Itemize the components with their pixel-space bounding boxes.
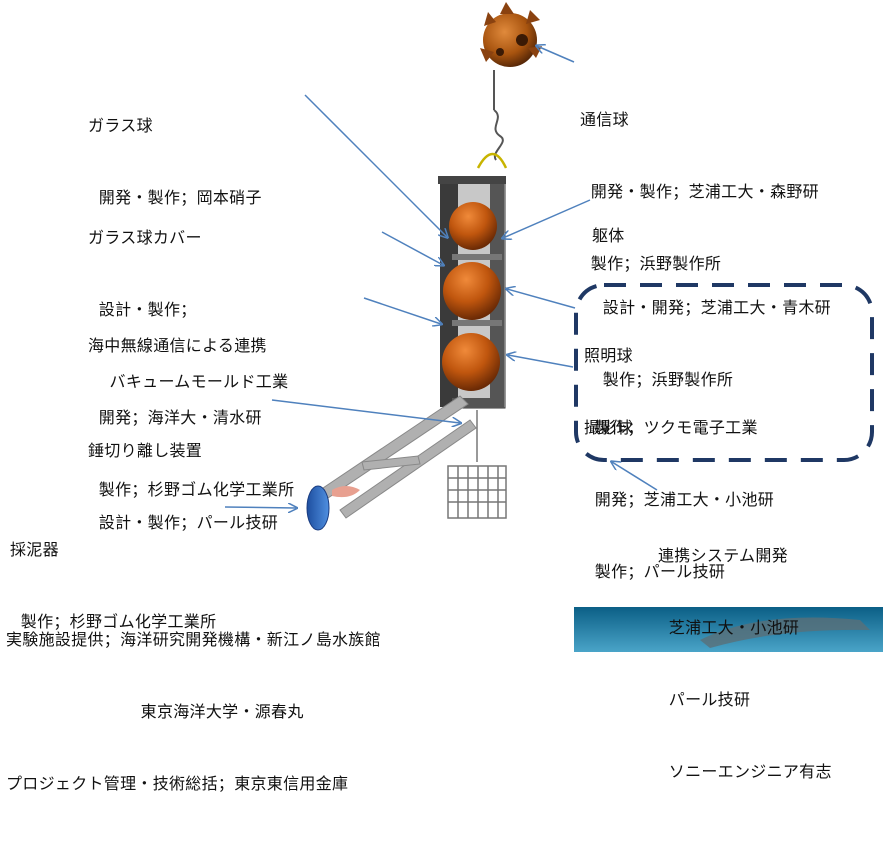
arrow-comm-sphere <box>537 46 575 63</box>
arrow-weight-release <box>271 399 460 423</box>
arrow-sampler <box>224 507 296 508</box>
label-camera: 撮影球 開発；芝浦工大・小池研 製作；パール技研 <box>584 418 775 581</box>
arrow-glass-sphere <box>304 94 447 237</box>
arrow-acoustic <box>363 297 441 324</box>
label-system: 連携システム開発 芝浦工大・小池研 パール技研 ソニーエンジニア有志 <box>658 546 832 781</box>
arrow-glass-cover <box>381 231 443 265</box>
mud-sampler <box>306 485 330 531</box>
glass-sphere-top <box>449 202 497 250</box>
comm-sphere <box>480 2 542 67</box>
diagram-canvas: ガラス球 開発・製作；岡本硝子 ガラス球カバー 設計・製作； バキュームモールド… <box>6 2 883 793</box>
arrow-system <box>612 462 658 491</box>
weight-cage <box>447 410 507 519</box>
device-illustration <box>224 2 883 652</box>
fish-icon <box>332 486 360 498</box>
credits-block: 実験施設提供；海洋研究開発機構・新江ノ島水族館 東京海洋大学・源春丸 プロジェク… <box>6 630 381 793</box>
label-acoustic: 海中無線通信による連携 開発；海洋大・清水研 製作；杉野ゴム化学工業所 <box>88 336 295 499</box>
arrow-frame <box>503 199 591 238</box>
label-sampler: 採泥器 製作；杉野ゴム化学工業所 <box>10 540 217 631</box>
lighting-sphere <box>443 262 501 320</box>
dashed-group-box <box>574 283 874 462</box>
camera-sphere <box>442 333 500 391</box>
arrow-camera <box>508 355 574 368</box>
sampler-arm <box>319 395 477 519</box>
label-glass-sphere: ガラス球 開発・製作；岡本硝子 <box>88 116 262 207</box>
label-glass-cover: ガラス球カバー 設計・製作； バキュームモールド工業 <box>88 228 289 391</box>
label-frame: 躯体 設計・開発；芝浦工大・青木研 製作；浜野製作所 <box>592 226 831 389</box>
label-weight-release: 錘切り離し装置 設計・製作；パール技研 <box>88 441 279 532</box>
label-lighting: 照明球 製作；ツクモ電子工業 <box>584 346 758 437</box>
chain <box>476 70 508 169</box>
arrow-lighting <box>507 289 576 309</box>
label-comm-sphere: 通信球 開発・製作；芝浦工大・森野研 製作；浜野製作所 <box>580 110 819 273</box>
